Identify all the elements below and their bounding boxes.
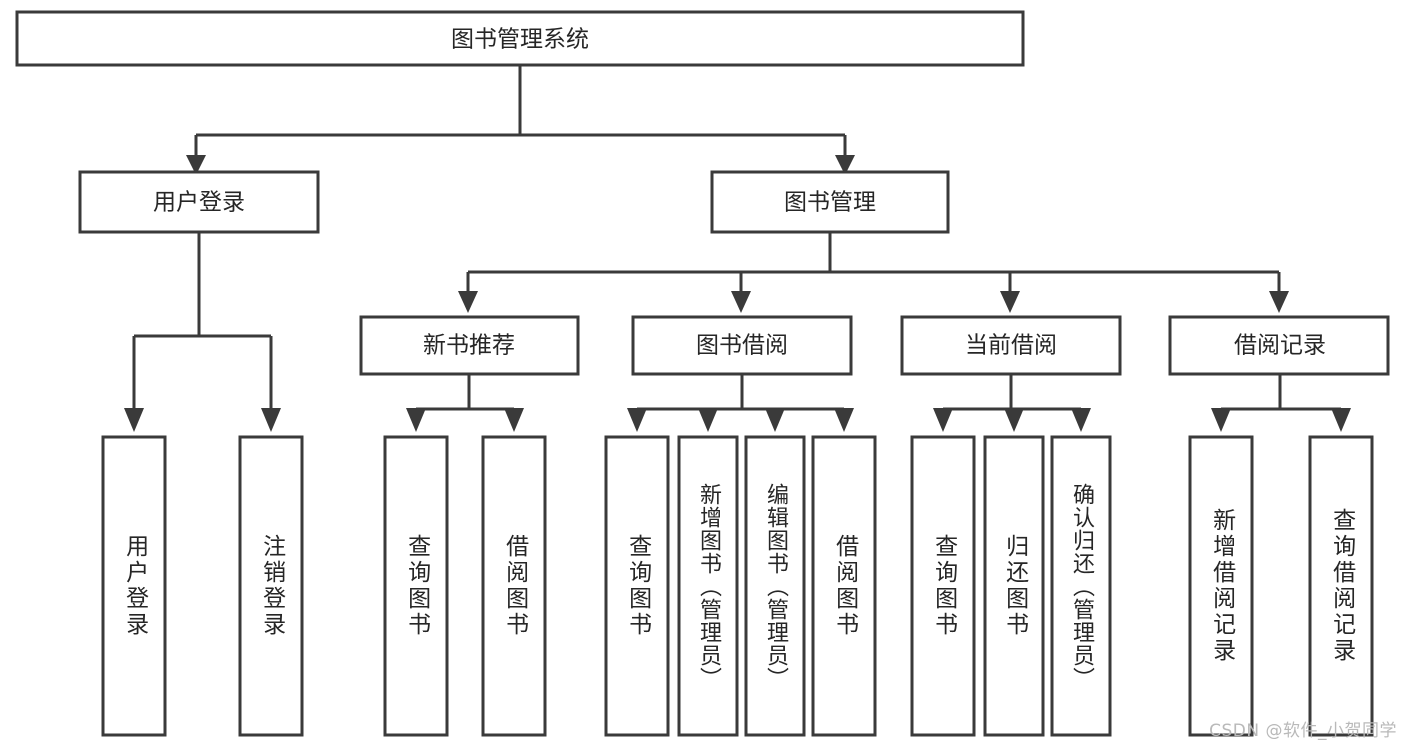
node-borrow-records-label: 借阅记录 xyxy=(1234,333,1326,359)
leaf-box[interactable] xyxy=(811,435,877,737)
node-book-borrow[interactable]: 图书借阅 xyxy=(631,315,853,376)
node-root[interactable]: 图书管理系统 xyxy=(15,10,1025,67)
leaf-box[interactable] xyxy=(677,435,739,737)
leaf-box[interactable] xyxy=(983,435,1045,737)
leaf-box[interactable] xyxy=(383,435,449,737)
leaf-box[interactable] xyxy=(1188,435,1254,737)
connector-records-to-leaves xyxy=(1211,374,1351,432)
leaf-box[interactable] xyxy=(101,435,167,737)
node-user-login-label: 用户登录 xyxy=(153,190,245,216)
node-new-book-recommend-label: 新书推荐 xyxy=(423,333,515,359)
leaf-box[interactable] xyxy=(481,435,547,737)
node-borrow-records[interactable]: 借阅记录 xyxy=(1168,315,1390,376)
leaf-box[interactable] xyxy=(744,435,806,737)
node-user-login[interactable]: 用户登录 xyxy=(78,170,320,234)
leaf-boxes xyxy=(101,435,1374,737)
leaf-box[interactable] xyxy=(910,435,976,737)
node-new-book-recommend[interactable]: 新书推荐 xyxy=(359,315,580,376)
leaf-box[interactable] xyxy=(604,435,670,737)
node-book-management[interactable]: 图书管理 xyxy=(710,170,950,234)
connector-borrow-to-leaves xyxy=(627,374,854,432)
connector-userlogin-to-leaves xyxy=(124,232,281,432)
node-book-borrow-label: 图书借阅 xyxy=(696,333,788,359)
connector-newbooks-to-leaves xyxy=(406,374,524,432)
node-root-label: 图书管理系统 xyxy=(451,27,589,53)
leaf-box[interactable] xyxy=(1308,435,1374,737)
connector-current-to-leaves xyxy=(933,374,1091,432)
leaf-box[interactable] xyxy=(1050,435,1112,737)
connector-bookmgmt-to-level3 xyxy=(458,232,1289,313)
node-current-borrow-label: 当前借阅 xyxy=(965,333,1057,359)
node-book-management-label: 图书管理 xyxy=(784,190,876,216)
connector-root-to-level2 xyxy=(186,65,855,175)
leaf-box[interactable] xyxy=(238,435,304,737)
csdn-watermark: CSDN @软件_小贺同学 xyxy=(1209,721,1397,741)
node-current-borrow[interactable]: 当前借阅 xyxy=(900,315,1122,376)
